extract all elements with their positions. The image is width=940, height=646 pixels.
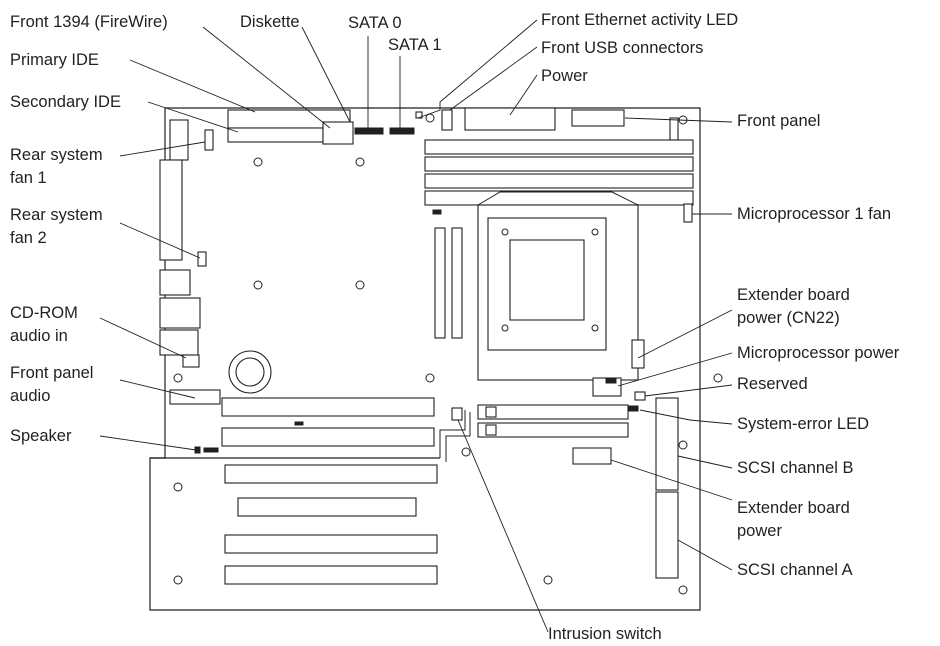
label-scsi-b: SCSI channel B [737,459,853,477]
label-primary-ide: Primary IDE [10,51,99,69]
extender-cn22-connector [631,339,645,369]
cdrom-audio-connector [182,354,200,368]
label-sata0: SATA 0 [348,14,402,32]
sata0-connector [354,127,384,135]
microprocessor-heatsink [477,191,646,412]
leader-lines [99,19,733,633]
label-scsi-a: SCSI channel A [737,561,853,579]
label-front-usb: Front USB connectors [541,39,703,57]
label-cdrom-line2: audio in [10,327,68,345]
pci-slots-upper [221,397,629,465]
label-front-eth-led: Front Ethernet activity LED [541,11,738,29]
callout-labels: Front 1394 (FireWire) Diskette SATA 0 SA… [10,11,900,643]
cpu1-fan-connector [683,203,693,223]
battery [228,350,272,394]
front-panel-connector [571,109,625,127]
label-ext-power: Extender board [737,499,850,517]
label-front-1394: Front 1394 (FireWire) [10,13,168,31]
label-ext-cn22: Extender board [737,286,850,304]
rear-io-connectors [159,119,201,356]
power-connector [464,107,556,131]
intrusion-switch [451,407,463,421]
label-ext-cn22-line2: power (CN22) [737,309,840,327]
diskette-connector [322,121,354,145]
label-reserved: Reserved [737,375,808,393]
label-sys-error-led: System-error LED [737,415,869,433]
label-cdrom: CD-ROM [10,304,78,322]
label-secondary-ide: Secondary IDE [10,93,121,111]
system-error-led [627,405,639,412]
dimm-slots [424,139,694,206]
label-rear-fan1: Rear system [10,146,103,164]
scsi-a-connector [655,491,679,579]
pci-slots-lower [224,464,438,585]
label-fp-audio-line2: audio [10,387,50,405]
front-panel-audio-connector [169,389,221,405]
secondary-ide-connector [227,127,324,143]
label-speaker: Speaker [10,427,72,445]
reserved-connector [634,391,646,401]
top-connectors [204,107,679,151]
extender-power-connector [572,447,612,465]
scsi-connectors [655,397,679,579]
label-diskette: Diskette [240,13,300,31]
label-front-panel: Front panel [737,112,820,130]
front-usb-connector [441,109,453,131]
label-rear-fan2: Rear system [10,206,103,224]
label-power: Power [541,67,588,85]
rear-fan2-connector [197,251,207,267]
label-fp-audio: Front panel [10,364,93,382]
label-ext-power-line2: power [737,522,782,540]
label-cpu1-fan: Microprocessor 1 fan [737,205,891,223]
sata1-connector [389,127,415,135]
scsi-b-connector [655,397,679,491]
label-sata1: SATA 1 [388,36,442,54]
rear-fan1-connector [204,129,214,151]
label-cpu-power: Microprocessor power [737,344,900,362]
label-intrusion: Intrusion switch [548,625,662,643]
label-rear-fan2-line2: fan 2 [10,229,47,247]
label-rear-fan1-line2: fan 1 [10,169,47,187]
